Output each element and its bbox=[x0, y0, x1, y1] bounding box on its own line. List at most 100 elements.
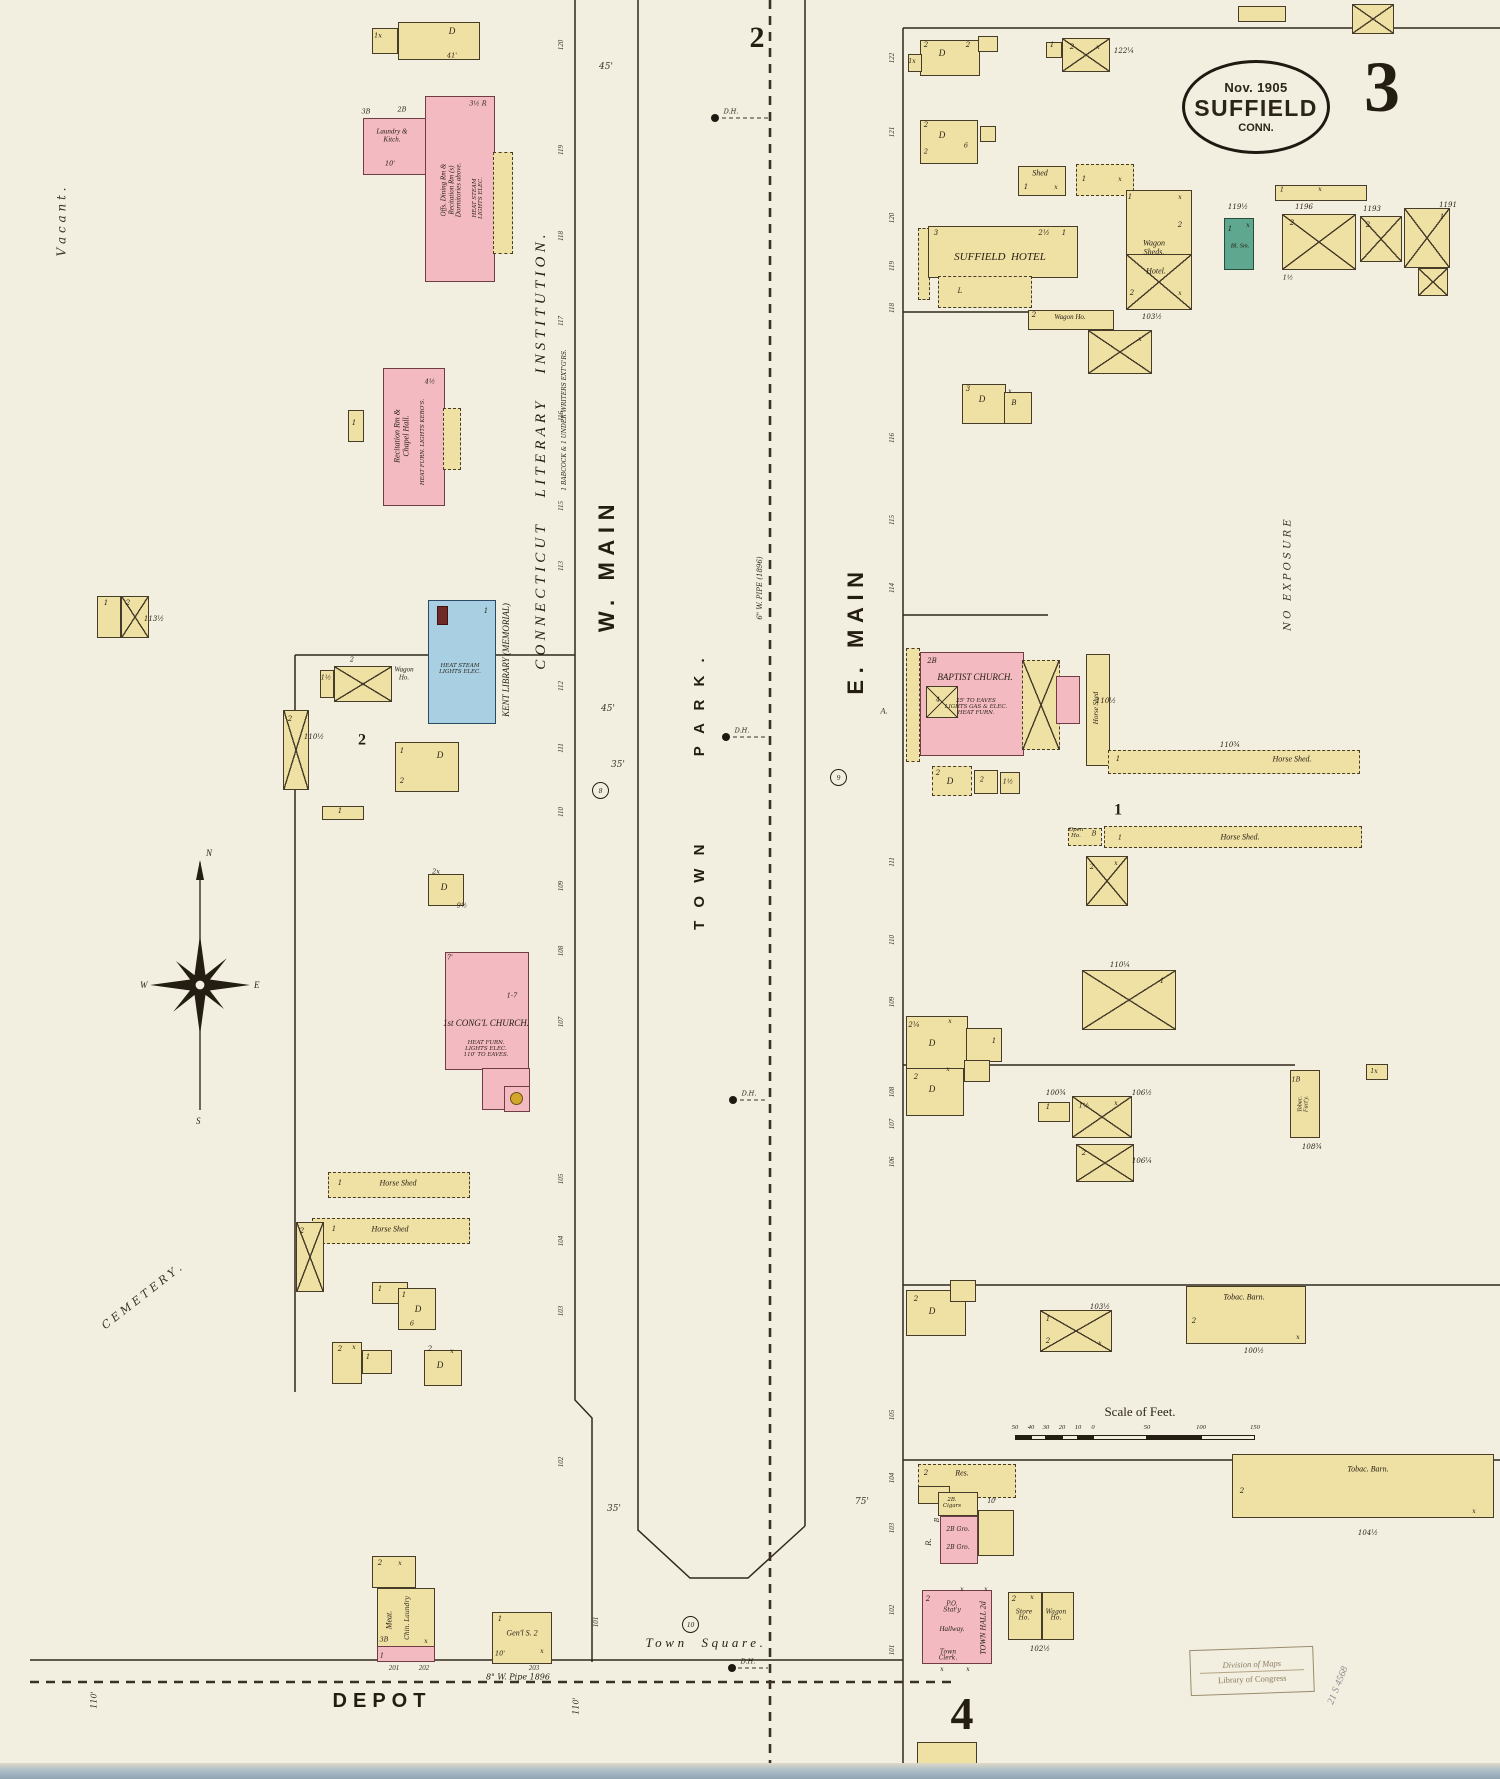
street-number: 105 bbox=[888, 1409, 897, 1421]
street-number: 122 bbox=[888, 52, 897, 64]
tobacco-factory-label: Tobac. Fact'y. bbox=[1297, 1095, 1310, 1113]
dwelling-mark: D bbox=[938, 130, 946, 141]
storey-count: 2 bbox=[125, 599, 131, 608]
street-label-depot: DEPOT bbox=[332, 1690, 432, 1713]
scale-tick: 50 bbox=[1011, 1424, 1019, 1431]
street-number: 115 bbox=[888, 515, 897, 525]
cross-mark: x bbox=[1472, 1507, 1476, 1515]
street-number: 119 bbox=[557, 145, 566, 155]
water-main-circle: 9 bbox=[830, 769, 847, 786]
storey-count: 1 bbox=[1081, 175, 1087, 184]
storey-count: 1 bbox=[399, 747, 405, 756]
street-number: 116 bbox=[557, 411, 566, 421]
scale-tick: 10 bbox=[1074, 1424, 1082, 1431]
building bbox=[1366, 1064, 1388, 1080]
building bbox=[1232, 1454, 1494, 1518]
distance: 110' bbox=[571, 1697, 581, 1715]
library-of-congress-stamp: Division of Maps Library of Congress bbox=[1189, 1645, 1315, 1697]
building bbox=[1224, 218, 1254, 270]
library-label: KENT LIBRARY (MEMORIAL) bbox=[501, 603, 512, 717]
residence-label: Res. bbox=[955, 1468, 969, 1478]
storey-count: 3B bbox=[361, 107, 371, 116]
storey-count: L bbox=[957, 287, 963, 296]
building bbox=[1040, 1310, 1112, 1352]
storey-count: 2 bbox=[1289, 219, 1295, 228]
building bbox=[1068, 828, 1102, 846]
storey-count: 3B bbox=[379, 1635, 389, 1644]
building bbox=[372, 28, 398, 54]
building bbox=[1076, 1144, 1134, 1182]
hydrant-dot bbox=[729, 1096, 737, 1104]
building bbox=[296, 1222, 324, 1292]
storey-count: 1 bbox=[497, 1615, 503, 1624]
dwelling-mark: D bbox=[928, 1038, 936, 1049]
cross-mark: x bbox=[1054, 183, 1058, 191]
storey-count: 3 bbox=[965, 385, 971, 394]
building bbox=[1186, 1286, 1306, 1344]
scale-tick: 40 bbox=[1027, 1424, 1035, 1431]
church-label: 1st CONG'L CHURCH. bbox=[442, 1018, 530, 1029]
building bbox=[938, 276, 1032, 308]
building bbox=[493, 152, 513, 254]
building bbox=[1022, 660, 1060, 750]
sheet-number: 3 bbox=[1364, 47, 1400, 128]
building bbox=[443, 408, 461, 470]
storey-count: 1½ bbox=[1282, 273, 1294, 282]
distance: 35' bbox=[607, 1504, 621, 1515]
hydrant-label: D.H. bbox=[734, 726, 750, 735]
cross-mark: x bbox=[1114, 859, 1118, 867]
street-number: 104 bbox=[557, 1235, 566, 1247]
street-number: 118 bbox=[888, 303, 897, 313]
church-note: HEAT FURN. LIGHTS ELEC. 110' TO EAVES. bbox=[463, 1040, 509, 1058]
house-number: 1193 bbox=[1363, 205, 1381, 214]
water-main-circle: 8 bbox=[592, 782, 609, 799]
storey-count: B bbox=[1091, 829, 1097, 838]
storey-count: 2B bbox=[397, 105, 407, 114]
building bbox=[1018, 166, 1066, 196]
cross-mark: x bbox=[948, 1017, 952, 1025]
street-number: 103 bbox=[557, 1305, 566, 1317]
storey-count: 1 bbox=[1045, 1315, 1051, 1324]
scale-bar-segment bbox=[1046, 1435, 1062, 1440]
house-number: 103½ bbox=[1141, 313, 1163, 322]
grocery-label: 2B Gro. bbox=[946, 1525, 970, 1533]
street-number: 109 bbox=[557, 880, 566, 892]
scale-tick: 50 bbox=[1143, 1424, 1151, 1431]
storey-count: 2 bbox=[923, 121, 929, 130]
building-label: Wagon Sheds. bbox=[1143, 238, 1165, 256]
compass-s: S bbox=[196, 1116, 201, 1126]
hydrant-dot bbox=[722, 733, 730, 741]
cross-mark: x bbox=[1296, 1333, 1300, 1341]
building bbox=[334, 666, 392, 702]
cross-mark: x bbox=[1138, 335, 1142, 343]
building-note: HEAT STEAM LIGHTS ELEC. bbox=[472, 177, 484, 219]
building-label: Horse Shed bbox=[371, 1224, 409, 1234]
building bbox=[920, 120, 978, 164]
cross-mark: x bbox=[1098, 1339, 1102, 1347]
dwelling-mark: D bbox=[436, 750, 444, 761]
grocery-label: 2B Gro. bbox=[946, 1543, 970, 1551]
building bbox=[322, 806, 364, 820]
storey-count: 1½ bbox=[1002, 777, 1014, 786]
compass-e: E bbox=[253, 980, 260, 990]
hydrant-label: D.H. bbox=[741, 1089, 757, 1098]
house-number: 103½ bbox=[1089, 1303, 1111, 1312]
street-number: 118 bbox=[557, 231, 566, 241]
street-number: 108 bbox=[888, 1086, 897, 1098]
building bbox=[906, 1068, 964, 1116]
storey-count: 1 bbox=[1279, 185, 1285, 194]
street-number: 112 bbox=[557, 681, 566, 691]
building bbox=[1000, 772, 1020, 794]
tobacco-barn-label: Tobac. Barn. bbox=[1347, 1464, 1389, 1474]
scale-tick: 30 bbox=[1042, 1424, 1050, 1431]
storey-count: 2 bbox=[1177, 221, 1183, 230]
dwelling-mark: D bbox=[928, 1306, 936, 1317]
cross-mark: x bbox=[1178, 289, 1182, 297]
building bbox=[1108, 750, 1360, 774]
building bbox=[1038, 1102, 1070, 1122]
storey-count: 2 bbox=[349, 655, 355, 664]
building bbox=[1046, 42, 1062, 58]
building bbox=[377, 1646, 435, 1662]
street-number: 121 bbox=[888, 126, 897, 138]
